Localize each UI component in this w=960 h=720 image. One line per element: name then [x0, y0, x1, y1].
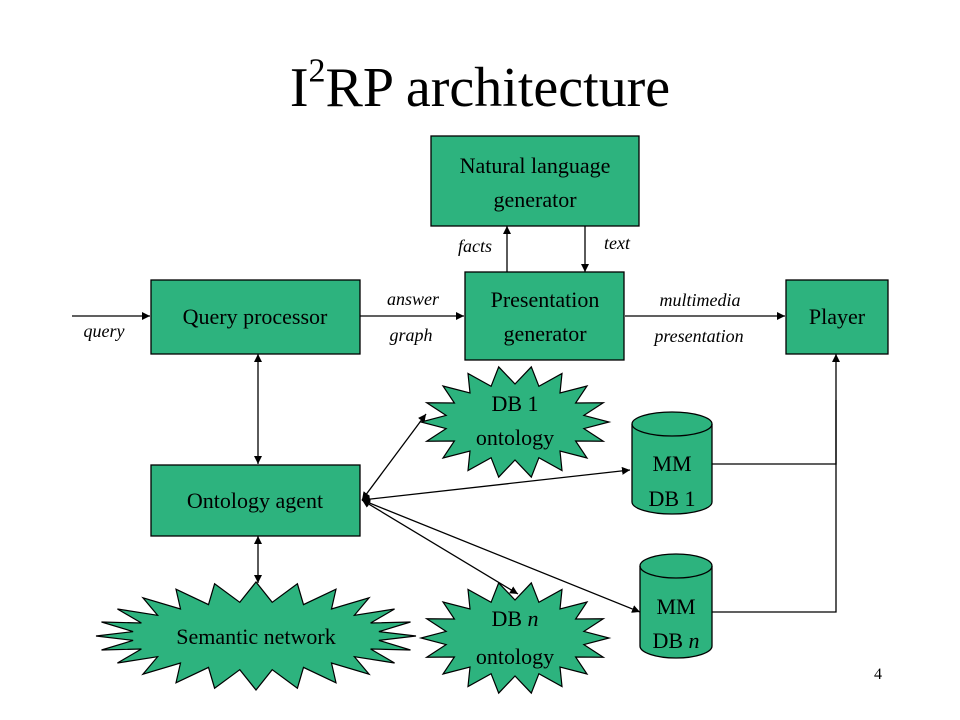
label-presentation: presentation — [652, 326, 743, 346]
label-text: text — [604, 233, 631, 253]
edge-oa-mm-dbn — [361, 499, 641, 613]
node-semantic-network: Semantic network — [95, 581, 417, 691]
node-mm-db1: MM DB 1 — [631, 411, 713, 515]
mm-dbn-prefix: DB — [652, 628, 688, 653]
label-facts: facts — [458, 236, 492, 256]
dbn-ontology-line1: DB n — [491, 606, 538, 631]
dbn-ontology-prefix: DB — [491, 606, 527, 631]
node-ontology-agent: Ontology agent — [150, 464, 361, 537]
mm-db1-line1: MM — [652, 451, 691, 476]
node-query-processor: Query processor — [150, 279, 361, 355]
edge-mm-db1-player — [712, 354, 840, 465]
mm-dbn-line1: MM — [656, 594, 695, 619]
node-db1-ontology: DB 1 ontology — [418, 365, 612, 479]
node-dbn-ontology: DB n ontology — [418, 581, 612, 695]
semantic-network-starburst — [95, 581, 417, 691]
title-prefix: I — [289, 57, 309, 119]
presentation-generator-box — [464, 271, 625, 361]
node-nlg: Natural language generator — [430, 135, 640, 227]
mm-dbn-cylinder — [639, 553, 713, 659]
mm-dbn-var: n — [689, 628, 700, 653]
mm-dbn-line2: DB n — [652, 628, 699, 653]
node-player: Player — [785, 279, 889, 355]
nlg-line1: Natural language — [460, 153, 611, 178]
node-mm-dbn: MM DB n — [639, 553, 713, 659]
player-label: Player — [809, 304, 866, 329]
edge-oa-dbn-ontology — [361, 499, 519, 595]
nlg-box — [430, 135, 640, 227]
mm-db1-cylinder — [631, 411, 713, 515]
presentation-generator-line1: Presentation — [491, 287, 600, 312]
title-suffix: RP architecture — [325, 57, 671, 119]
slide-title: I2RP architecture — [0, 48, 960, 128]
label-answer: answer — [387, 289, 440, 309]
db1-ontology-line2: ontology — [476, 425, 554, 450]
dbn-ontology-var: n — [528, 606, 539, 631]
player-box — [785, 279, 889, 355]
db1-ontology-starburst — [418, 365, 612, 479]
db1-ontology-line1: DB 1 — [491, 391, 538, 416]
title-superscript: 2 — [308, 52, 326, 90]
nlg-line2: generator — [493, 187, 577, 212]
ontology-agent-box — [150, 464, 361, 537]
presentation-generator-line2: generator — [503, 321, 587, 346]
mm-db1-cylinder-rim — [631, 423, 713, 437]
ontology-agent-label: Ontology agent — [187, 488, 323, 513]
dbn-ontology-line2: ontology — [476, 644, 554, 669]
page-number: 4 — [874, 666, 882, 683]
semantic-network-label: Semantic network — [176, 624, 335, 649]
edge-oa-mm-db1 — [361, 466, 631, 504]
label-query: query — [84, 321, 125, 341]
edge-oa-db1-ontology — [361, 413, 427, 501]
edge-mm-dbn-player — [712, 400, 837, 613]
query-processor-box — [150, 279, 361, 355]
dbn-ontology-starburst — [418, 581, 612, 695]
query-processor-label: Query processor — [183, 304, 328, 329]
mm-dbn-cylinder-rim — [639, 565, 713, 579]
node-presentation-generator: Presentation generator — [464, 271, 625, 361]
label-graph: graph — [389, 325, 432, 345]
label-multimedia: multimedia — [660, 290, 741, 310]
mm-db1-line2: DB 1 — [648, 486, 695, 511]
